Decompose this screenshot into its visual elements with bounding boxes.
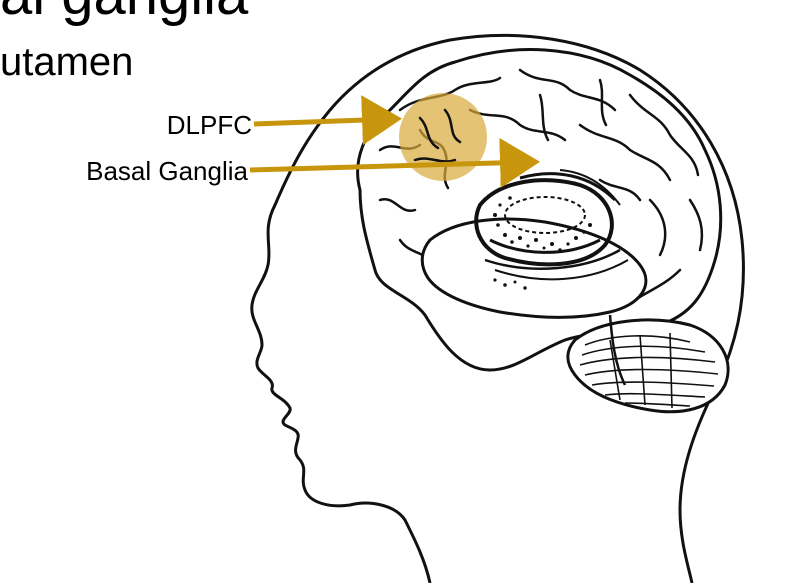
cerebellum xyxy=(568,320,728,412)
dlpfc-arrow xyxy=(254,119,392,124)
